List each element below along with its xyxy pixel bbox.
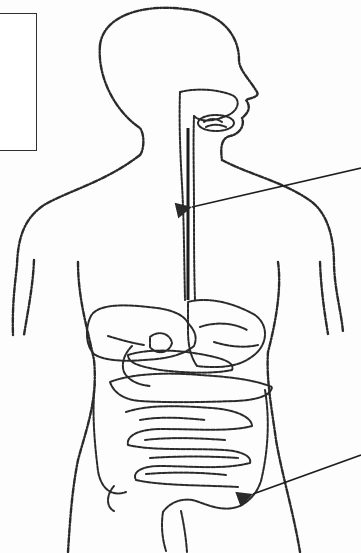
right-torso-outline — [268, 262, 300, 552]
throat-wall-front — [180, 92, 185, 300]
upper-organ-detail — [108, 324, 258, 347]
head-outline — [100, 8, 258, 160]
left-shoulder-outline — [13, 155, 140, 335]
right-arm-inner — [320, 262, 328, 334]
ascending-colon — [94, 384, 126, 493]
transverse-colon — [110, 374, 272, 402]
lower-arrow — [253, 455, 361, 494]
face-back-line — [100, 45, 144, 155]
sigmoid-colon — [163, 500, 242, 512]
gallbladder — [150, 333, 172, 352]
left-arm-inner — [24, 260, 34, 335]
throat-wall-back — [194, 116, 195, 300]
stomach — [188, 300, 265, 367]
upper-arrow — [192, 168, 361, 207]
left-torso-outline — [68, 262, 95, 552]
rectum — [162, 511, 187, 552]
descending-colon — [242, 390, 268, 505]
tongue — [198, 115, 234, 131]
